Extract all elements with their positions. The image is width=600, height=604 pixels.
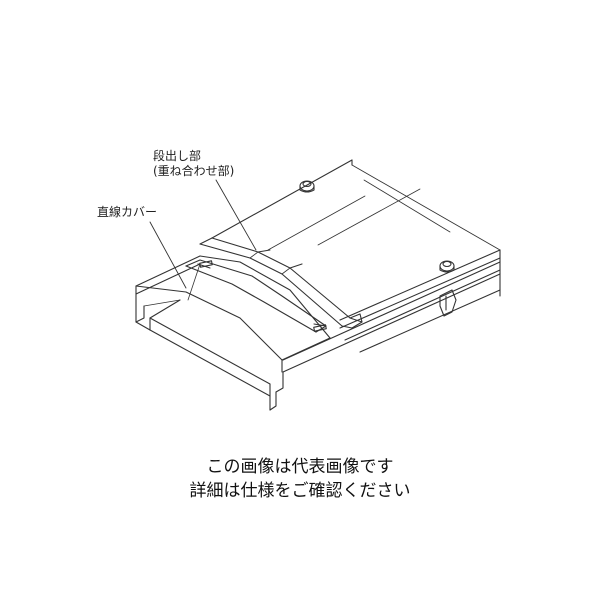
bolt-top [299, 180, 315, 193]
label-straight-cover: 直線カバー [97, 205, 158, 219]
right-side-rail [282, 249, 501, 373]
left-side-rail [135, 293, 284, 411]
check-specs-note: 詳細は仕様をご確認ください [189, 481, 411, 501]
representative-image-note: この画像は代表画像です [206, 457, 394, 477]
leader-step [215, 179, 257, 251]
leader-lines [149, 179, 257, 289]
leader-cover [149, 221, 187, 289]
bolt-right [439, 260, 455, 273]
label-step-part-sub: (重ね合わせ部) [153, 164, 235, 178]
stepped-overlap-section [199, 237, 363, 329]
far-cover-panel [211, 159, 501, 251]
straight-cover [135, 255, 331, 373]
cover-strip [185, 259, 327, 333]
rail-bracket [439, 289, 457, 317]
label-step-part: 段出し部 [153, 149, 202, 163]
